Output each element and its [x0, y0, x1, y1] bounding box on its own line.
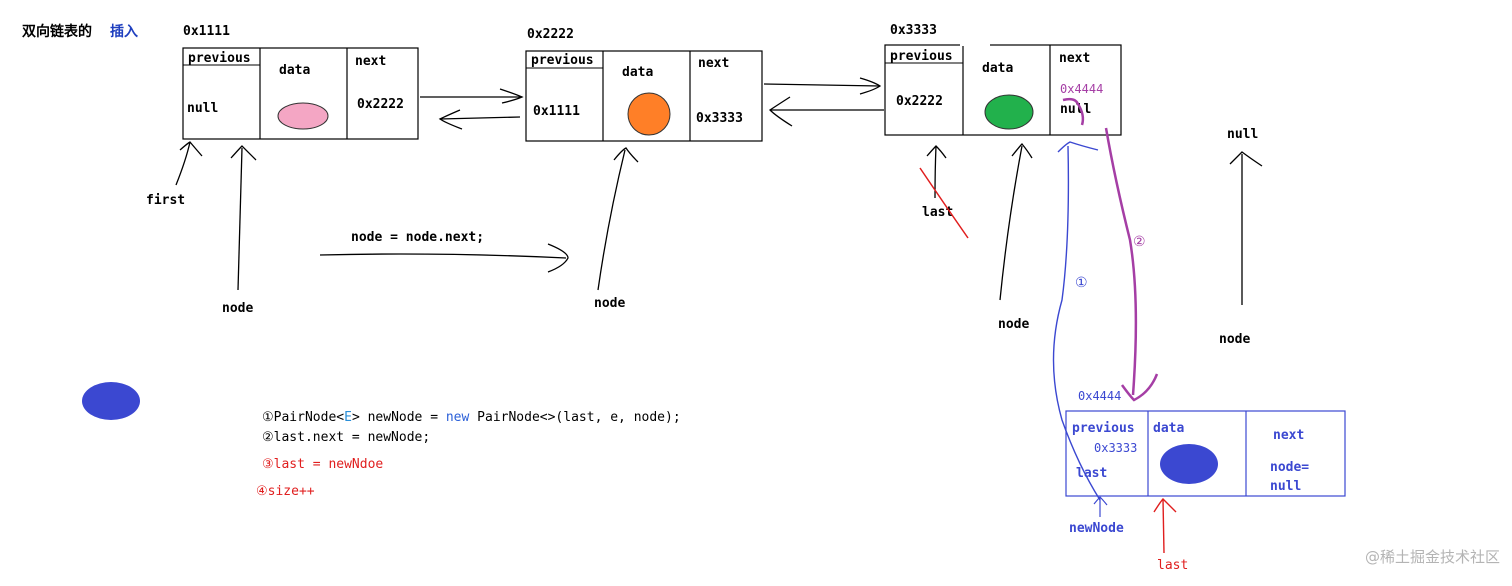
node3-address: 0x3333: [890, 23, 937, 38]
node3-previous-value: 0x2222: [896, 94, 943, 109]
blue-ellipse-standalone-icon: [82, 382, 140, 420]
node-label-2: node: [594, 296, 625, 311]
node1-data-label: data: [279, 63, 310, 78]
pointer-arrows-node2: [597, 147, 639, 291]
step2-purple-curve: [1062, 97, 1159, 402]
pointer-arrows-node1: [175, 141, 257, 291]
code-line-4: ④size++: [256, 484, 315, 499]
node1-box: [182, 47, 419, 140]
node2-data-label: data: [622, 65, 653, 80]
node4-box: [1065, 410, 1346, 497]
node1-next-label: next: [355, 54, 386, 69]
node4-next-label: next: [1273, 428, 1304, 443]
step1-blue-curve: [1052, 141, 1101, 501]
node3-previous-label: previous: [890, 49, 953, 64]
title-highlight: 插入: [110, 23, 138, 40]
node2-previous-label: previous: [531, 53, 594, 68]
node4-next-value-line2: null: [1270, 479, 1301, 494]
node3-data-label: data: [982, 61, 1013, 76]
strike-mark-icon: [919, 167, 969, 239]
node2-previous-value: 0x1111: [533, 104, 580, 119]
node1-previous-value: null: [187, 101, 218, 116]
node1-address: 0x1111: [183, 24, 230, 39]
step2-marker: ②: [1133, 234, 1146, 250]
link-arrows: [420, 77, 884, 130]
node-step-label: node = node.next;: [351, 230, 484, 245]
node3-next-new-value: 0x4444: [1060, 82, 1103, 96]
node3-next-label: next: [1059, 51, 1090, 66]
first-label: first: [146, 193, 185, 208]
node4-previous-label: previous: [1072, 421, 1135, 436]
newnode-label: newNode: [1069, 521, 1124, 536]
node1-next-value: 0x2222: [357, 97, 404, 112]
step1-marker: ①: [1075, 275, 1088, 291]
node2-next-value: 0x3333: [696, 111, 743, 126]
title-prefix: 双向链表的: [22, 23, 92, 40]
node1-previous-label: previous: [188, 51, 251, 66]
node4-previous-value: 0x3333: [1094, 441, 1137, 455]
node2-next-label: next: [698, 56, 729, 71]
node-label-4: node: [1219, 332, 1250, 347]
node2-address: 0x2222: [527, 27, 574, 42]
node3-box: [884, 44, 1122, 136]
last-new-pointer: [1153, 498, 1177, 554]
newnode-pointer: [1093, 496, 1108, 517]
pink-ellipse-icon: [277, 102, 329, 130]
node4-next-value-line1: node=: [1270, 460, 1309, 475]
code-line-1: ①PairNode<E> newNode = new PairNode<>(la…: [262, 410, 681, 425]
node3-next-value: null: [1060, 102, 1091, 117]
last-new-label: last: [1157, 558, 1188, 573]
node4-address: 0x4444: [1078, 389, 1121, 403]
code-line-3: ③last = newNdoe: [262, 457, 383, 472]
code-line-2: ②last.next = newNode;: [262, 430, 430, 445]
watermark: @稀土掘金技术社区: [1365, 548, 1500, 566]
node-label-3: node: [998, 317, 1029, 332]
node4-previous-new-value: last: [1076, 466, 1107, 481]
node4-data-label: data: [1153, 421, 1184, 436]
node2-box: [525, 50, 763, 142]
orange-circle-icon: [627, 92, 671, 136]
pointer-arrows-node3: [926, 143, 1263, 305]
null-label: null: [1227, 127, 1258, 142]
green-ellipse-icon: [984, 94, 1034, 130]
blue-ellipse-icon: [1160, 444, 1218, 484]
node-step-arrow: [319, 243, 569, 273]
last-crossed-label: last: [922, 205, 953, 220]
node-label-1: node: [222, 301, 253, 316]
